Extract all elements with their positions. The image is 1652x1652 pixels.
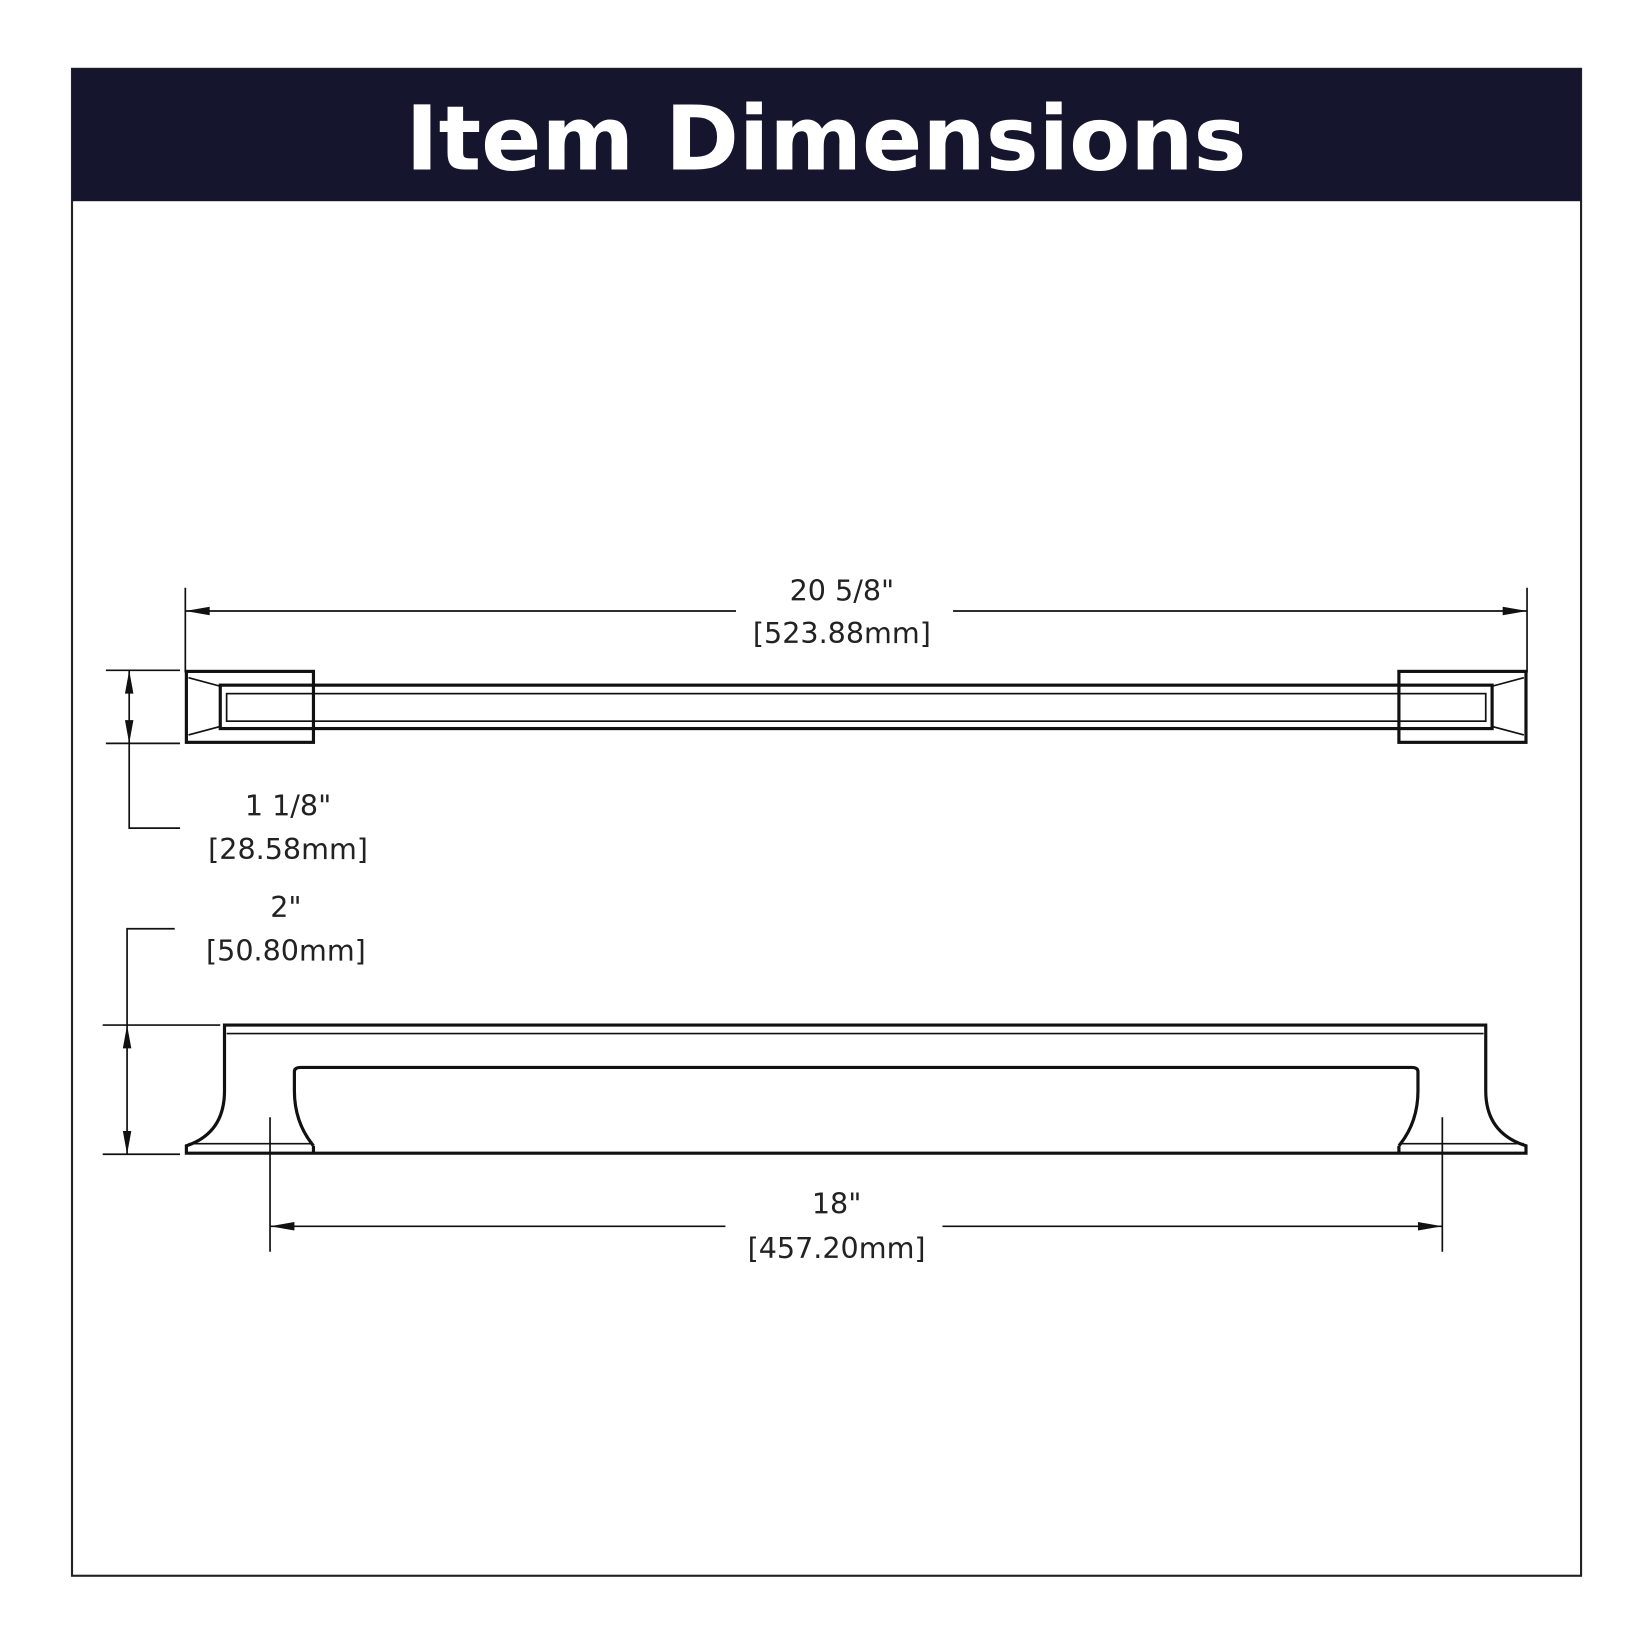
side-view: 2" [50.80mm] 18" [457.20mm] <box>102 890 1528 1265</box>
width-metric: [28.58mm] <box>208 832 368 866</box>
center-to-center-metric: [457.20mm] <box>748 1231 926 1265</box>
frame <box>70 67 1583 1577</box>
width-imperial: 1 1/8" <box>245 788 331 822</box>
projection-metric: [50.80mm] <box>206 933 366 967</box>
overall-length-metric: [523.88mm] <box>753 616 931 650</box>
center-to-center-imperial: 18" <box>812 1187 862 1221</box>
top-view: 20 5/8" [523.88mm] 1 1/8" [28.58mm] <box>105 573 1528 866</box>
title-bar <box>72 68 1582 202</box>
page-title: Item Dimensions <box>406 86 1247 190</box>
overall-length-imperial: 20 5/8" <box>790 573 895 607</box>
projection-imperial: 2" <box>270 890 301 924</box>
